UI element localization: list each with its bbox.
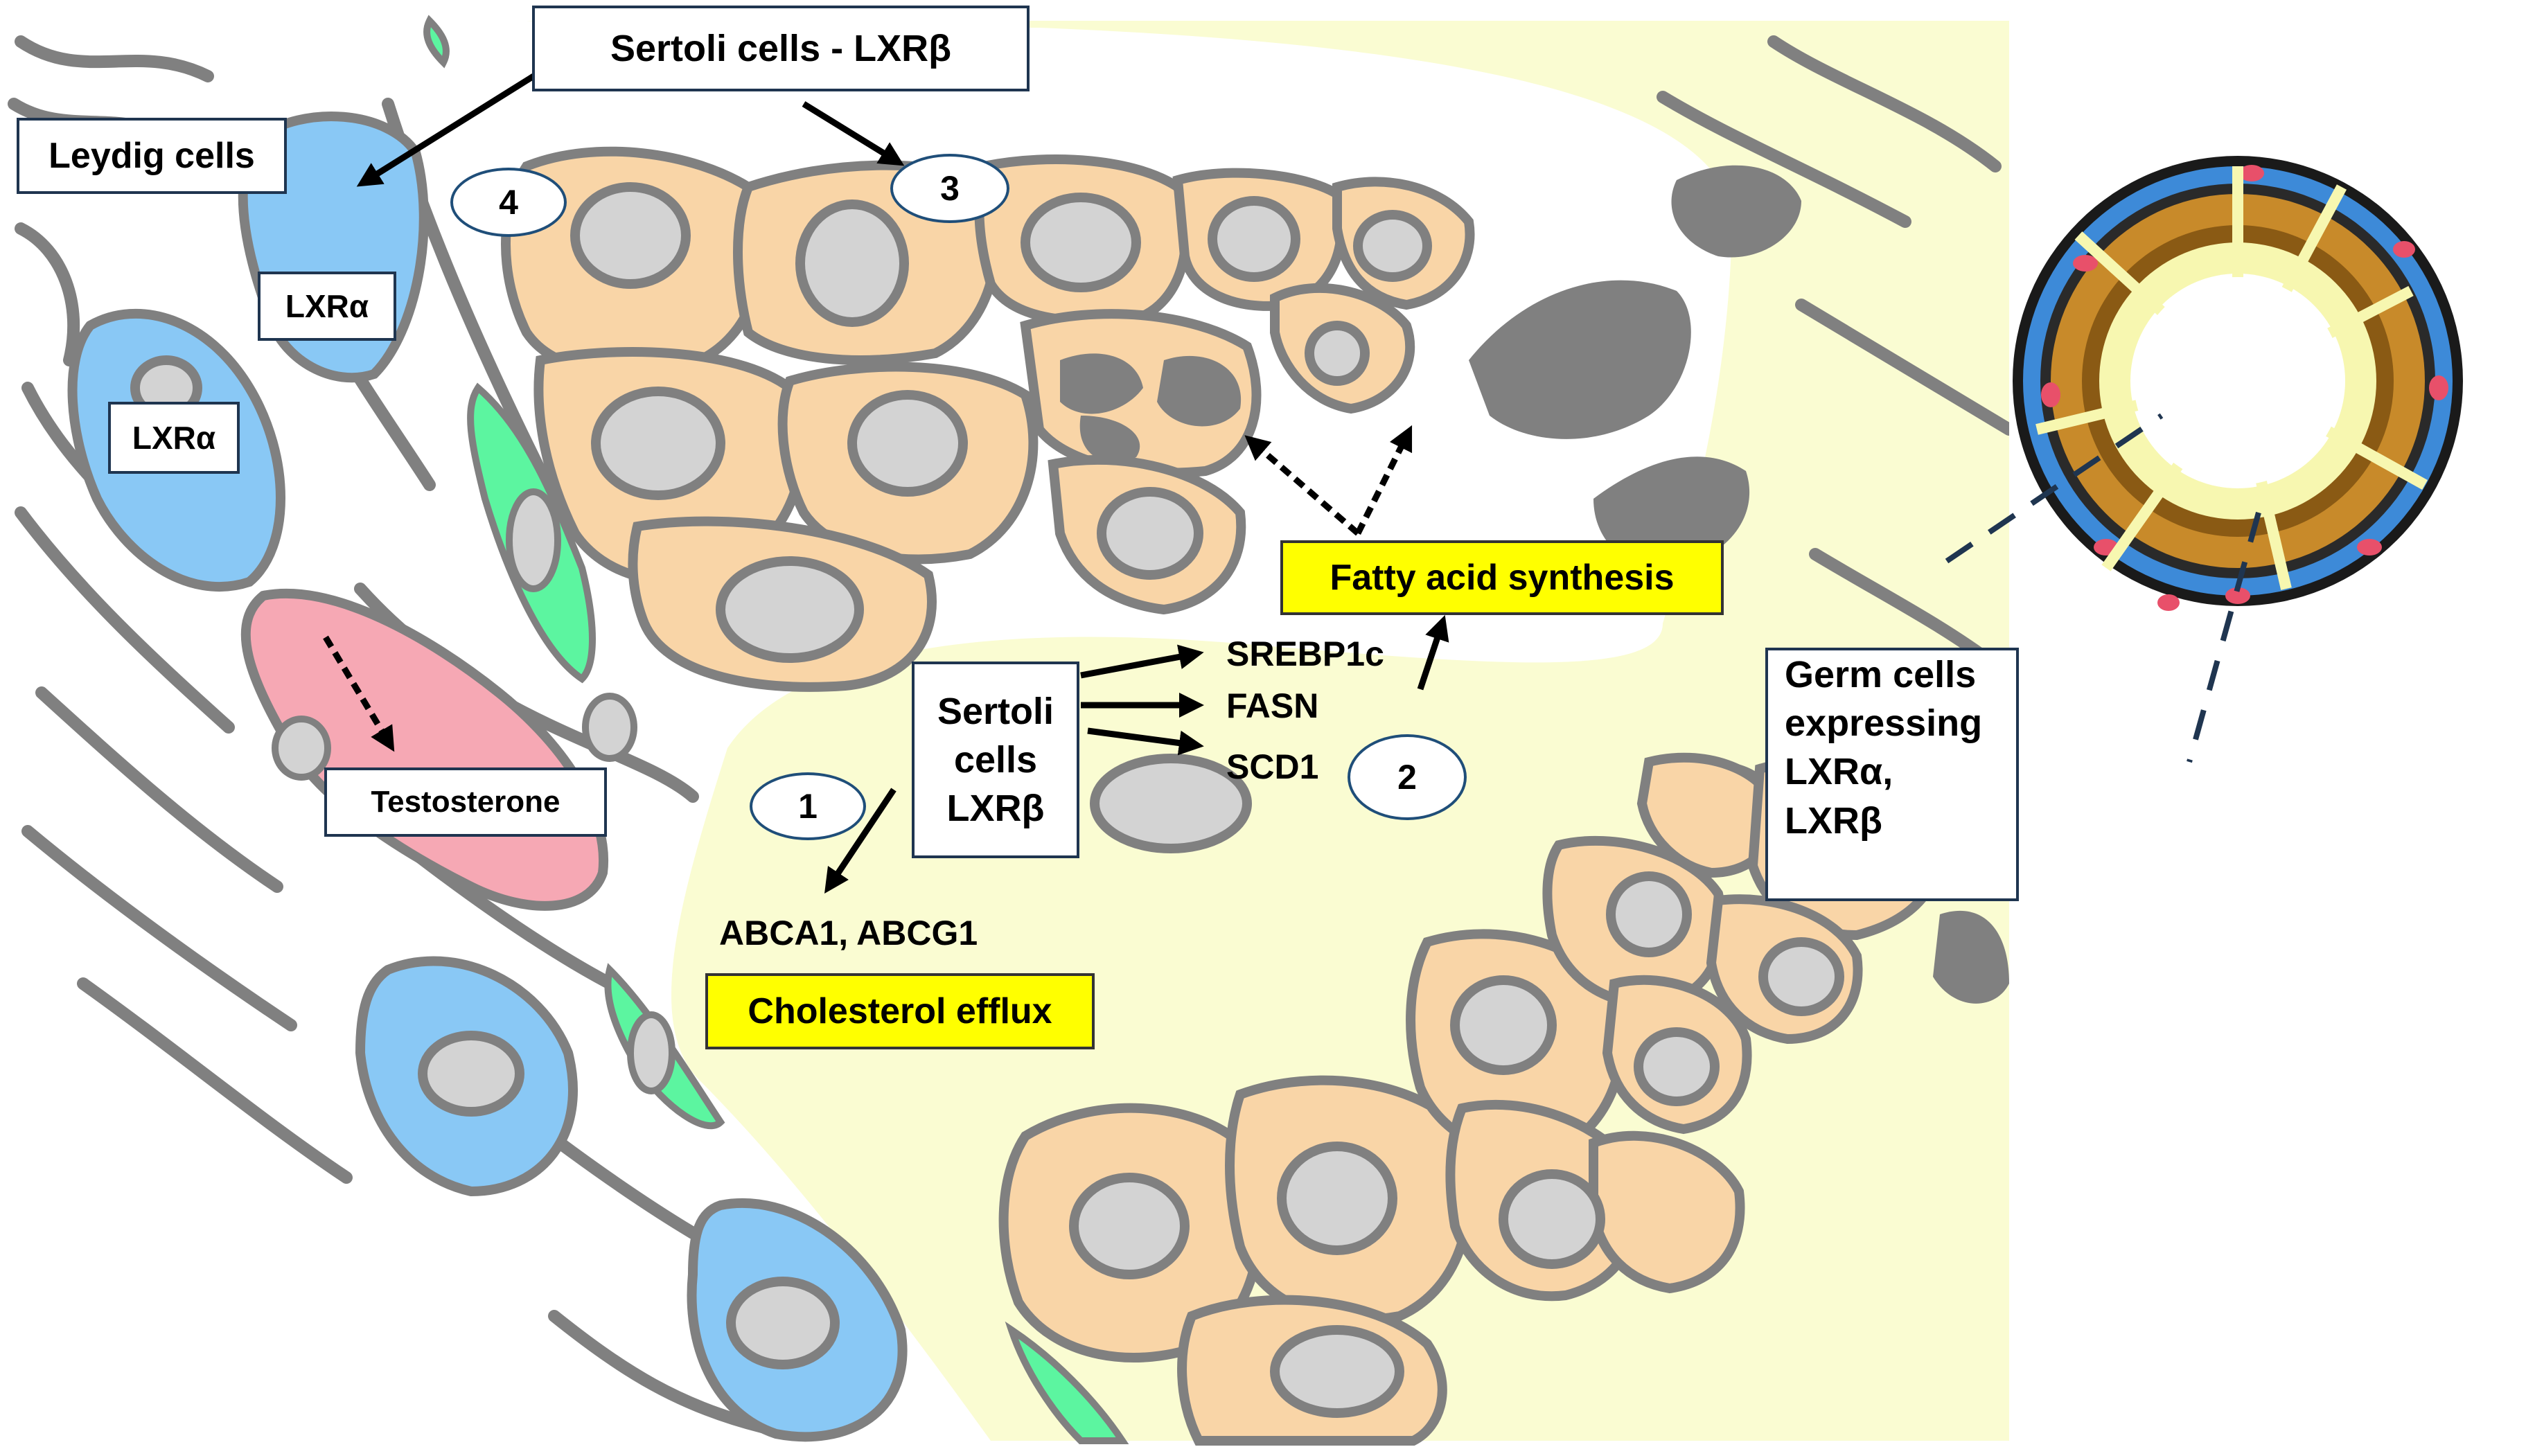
step-number-3: 3 [890, 154, 1009, 223]
germ-cells-bottom [998, 752, 1946, 1446]
lxr-alpha-label-2: LXRα [108, 402, 240, 474]
sertoli-center-line-2: cells [953, 738, 1038, 781]
germ-cells-line-1: Germ cells [1785, 654, 1977, 695]
tubule-cross-section-inset [1945, 156, 2463, 763]
germ-cells-line-3: LXRα, [1785, 751, 1893, 793]
sertoli-nucleus [1090, 754, 1252, 853]
testosterone-label: Testosterone [324, 767, 607, 837]
germ-cells-line-2: expressing [1785, 702, 1983, 745]
cholesterol-efflux-label: Cholesterol efflux [705, 973, 1095, 1049]
germ-cells-label: Germ cells expressing LXRα, LXRβ [1765, 648, 2019, 901]
step-number-4: 4 [450, 168, 567, 237]
germ-cells-top [501, 146, 1475, 692]
germ-cells-line-4: LXRβ [1785, 799, 1882, 842]
sertoli-center-line-3: LXRβ [946, 788, 1045, 830]
myoid-cells [423, 15, 1129, 1444]
sertoli-cells-lxrb-label: Sertoli cells - LXRβ [532, 6, 1030, 91]
step-number-1: 1 [750, 772, 866, 840]
dividing-chromosomes [1060, 353, 1242, 463]
fasn-label: FASN [1226, 686, 1319, 725]
sertoli-center-line-1: Sertoli [937, 690, 1054, 732]
srebp1c-label: SREBP1c [1226, 634, 1384, 673]
leydig-cells-label: Leydig cells [17, 118, 287, 194]
scd1-label: SCD1 [1226, 747, 1319, 786]
annotation-arrows [323, 73, 1449, 894]
abca1-abcg1-label: ABCA1, ABCG1 [719, 914, 978, 952]
lxr-alpha-label-1: LXRα [258, 272, 396, 341]
fatty-acid-synthesis-label: Fatty acid synthesis [1280, 540, 1724, 615]
sertoli-center-label: Sertoli cells LXRβ [912, 662, 1079, 858]
step-number-2: 2 [1348, 734, 1467, 820]
